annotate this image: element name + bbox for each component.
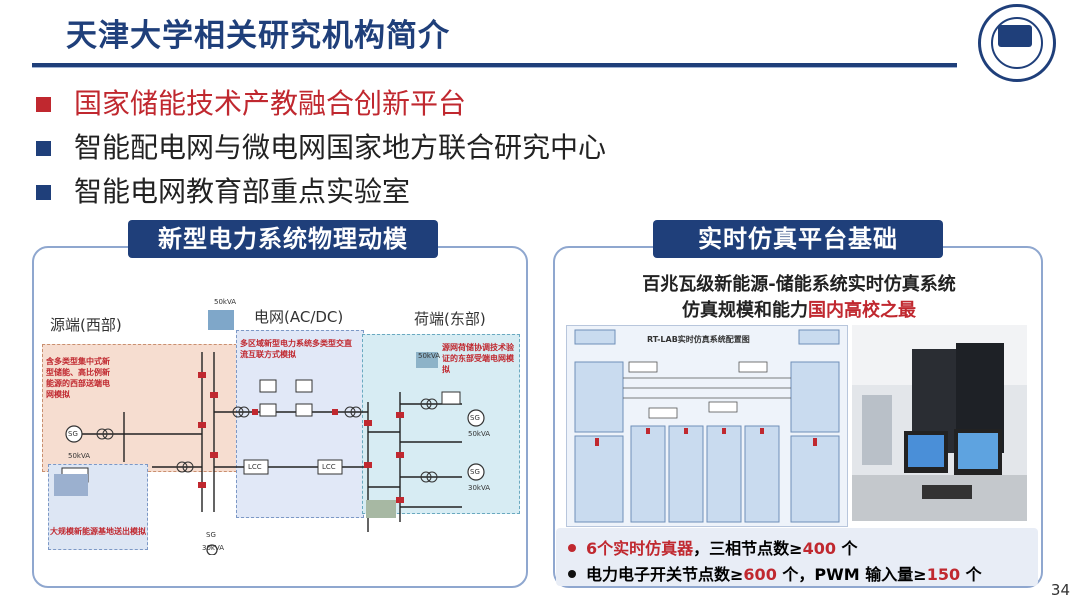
rtlab-diagram-graphic — [574, 329, 840, 523]
generator-label: SG — [470, 414, 480, 422]
bullet-dot-icon — [568, 569, 576, 578]
rating-label: 50kVA — [214, 298, 237, 306]
rating-label: 30kVA — [202, 544, 225, 552]
dynamic-model-banner: 新型电力系统物理动模 — [128, 220, 438, 258]
page-number: 34 — [1050, 581, 1070, 599]
load-zone-note: 源网荷储协调技术验证的东部受端电网模拟 — [442, 343, 514, 374]
spec-text: 个 — [835, 539, 858, 558]
simulator-specs: 6个实时仿真器，三相节点数≥400 个 电力电子开关节点数≥600 个，PWM … — [556, 528, 1038, 586]
spec-text: 个 — [960, 565, 982, 584]
generator-label: SG — [206, 531, 216, 539]
bullet-square-icon — [36, 185, 51, 200]
spec-number: 400 — [802, 539, 836, 558]
title-underline-accent — [32, 67, 957, 68]
source-zone — [42, 344, 242, 472]
title-underline — [32, 63, 957, 67]
logo-inner-ring — [991, 17, 1043, 69]
grid-zone-note: 多区域新型电力系统多类型交直流互联方式模拟 — [240, 339, 352, 359]
spec-text: 个，PWM 输入量≥ — [776, 565, 927, 584]
spec-text: 电力电子开关节点数≥ — [586, 565, 744, 584]
source-zone-note: 含多类型集中式新型储能、高比例新能源的西部送端电网模拟 — [46, 357, 110, 399]
source-zone-label: 源端(西部) — [50, 316, 122, 334]
simulator-lab-photo-graphic — [852, 325, 1027, 521]
power-system-diagram: 源端(西部) 电网(AC/DC) 荷端(东部) 含多类型集中式新型储能、高比例新… — [42, 292, 520, 555]
sim-system-heading: 百兆瓦级新能源-储能系统实时仿真系统 — [642, 274, 956, 295]
spec-number: 150 — [926, 565, 961, 584]
sim-capability-heading: 仿真规模和能力国内高校之最 — [566, 296, 1032, 322]
slide-title: 天津大学相关研究机构简介 — [66, 18, 450, 54]
bullet-square-icon — [36, 141, 51, 156]
bullet-square-icon — [36, 97, 51, 112]
bullet-text: 国家储能技术产教融合创新平台 — [74, 87, 467, 120]
spec-line-1: 6个实时仿真器，三相节点数≥400 个 — [568, 535, 858, 559]
bullet-text: 智能电网教育部重点实验室 — [74, 175, 411, 208]
rating-label: 30kVA — [468, 484, 491, 492]
one-line-diagram — [54, 310, 485, 555]
rtlab-diagram-title: RT-LAB实时仿真系统配置图 — [647, 335, 750, 344]
rating-label: 50kVA — [68, 452, 91, 460]
rating-label: 50kVA — [418, 352, 441, 360]
bullet-text: 智能配电网与微电网国家地方联合研究中心 — [74, 131, 607, 164]
grid-zone-label: 电网(AC/DC) — [254, 308, 344, 326]
spec-line-2: 电力电子开关节点数≥600 个，PWM 输入量≥150 个 — [568, 561, 982, 585]
realtime-sim-banner: 实时仿真平台基础 — [653, 220, 943, 258]
generator-label: SG — [68, 430, 78, 438]
converter-label: LCC — [322, 463, 336, 471]
logo-seal-mark — [998, 25, 1032, 47]
spec-highlight: 6个实时仿真器 — [586, 539, 694, 558]
load-zone — [362, 334, 520, 514]
sim-capability-prefix: 仿真规模和能力 — [682, 300, 808, 321]
university-logo — [978, 4, 1056, 82]
renewable-base-note: 大规模新能源基地送出模拟 — [50, 527, 146, 536]
grid-zone — [236, 330, 364, 518]
spec-number: 600 — [743, 565, 777, 584]
bullet-dot-icon — [568, 543, 576, 552]
generator-label: SG — [470, 468, 480, 476]
simulator-lab-photo — [852, 325, 1027, 521]
converter-label: LCC — [248, 463, 262, 471]
rating-label: 50kVA — [468, 430, 491, 438]
load-zone-label: 荷端(东部) — [414, 310, 486, 328]
spec-text: ，三相节点数≥ — [693, 539, 803, 558]
sim-capability-highlight: 国内高校之最 — [808, 300, 916, 321]
rtlab-config-diagram: RT-LAB实时仿真系统配置图 — [566, 325, 848, 527]
